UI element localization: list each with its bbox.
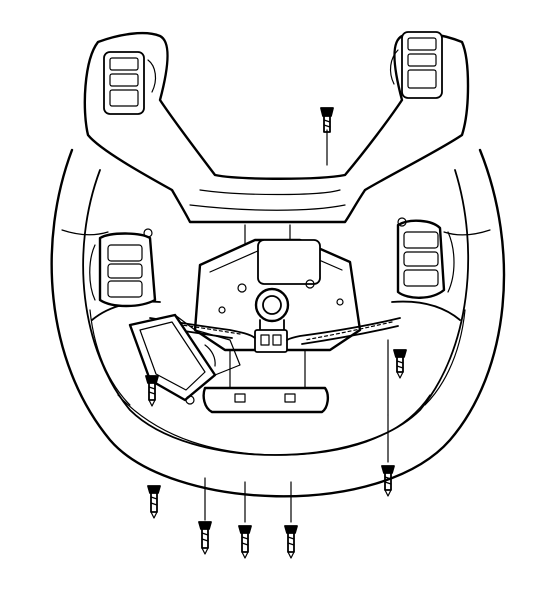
upper-switch-cover [83, 31, 470, 224]
screw-icon [381, 414, 395, 497]
screw-icon [147, 485, 161, 519]
screw-icon [238, 481, 252, 559]
screw-top-center [320, 107, 334, 166]
screw-icon [198, 477, 212, 555]
right-switch-module [396, 217, 455, 299]
left-switch-module [89, 228, 157, 308]
screw-icon [387, 339, 407, 416]
screw-icon [145, 375, 159, 407]
screw-icon [284, 481, 298, 559]
